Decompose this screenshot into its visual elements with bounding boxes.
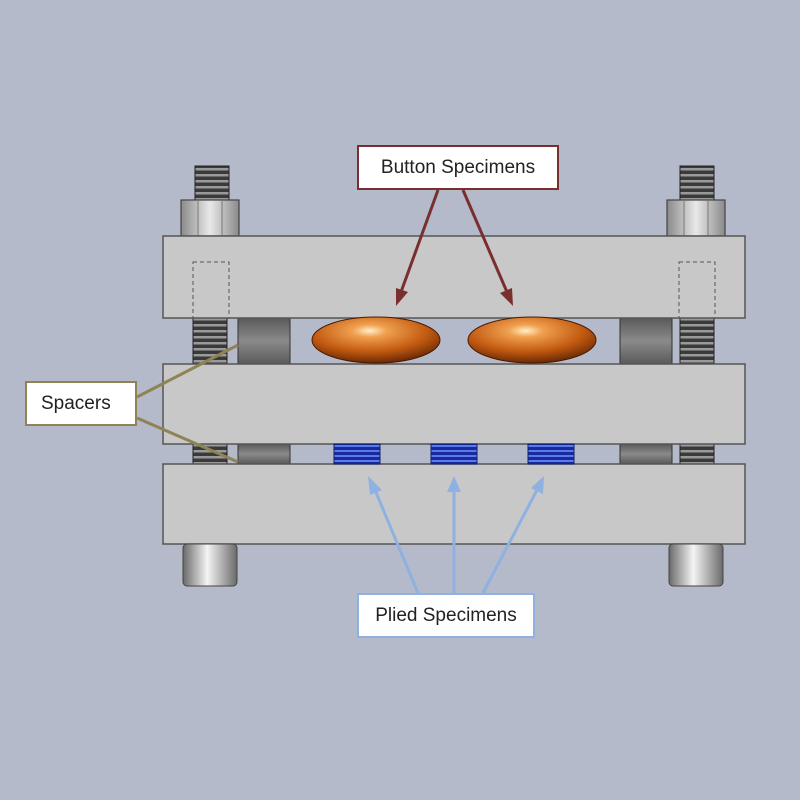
- spacers: [237, 317, 673, 465]
- middle-plate: [162, 363, 746, 445]
- button-specimen-arrows: [396, 189, 513, 306]
- plied-specimen: [333, 443, 381, 465]
- left-nut: [180, 199, 240, 237]
- plied-specimen: [430, 443, 478, 465]
- foot: [668, 543, 724, 587]
- button-specimen: [467, 316, 597, 364]
- plied-specimen-arrows: [368, 476, 544, 594]
- button-specimens-label: Button Specimens: [357, 145, 559, 190]
- spacer-arrows: [136, 343, 239, 464]
- spacers-label: Spacers: [25, 381, 137, 426]
- right-nut: [666, 199, 726, 237]
- plied-specimens-label: Plied Specimens: [357, 593, 535, 638]
- button-specimen: [311, 316, 441, 364]
- foot: [182, 543, 238, 587]
- plied-specimen: [527, 443, 575, 465]
- hidden-bore-lines: [192, 261, 716, 319]
- top-plate: [162, 235, 746, 319]
